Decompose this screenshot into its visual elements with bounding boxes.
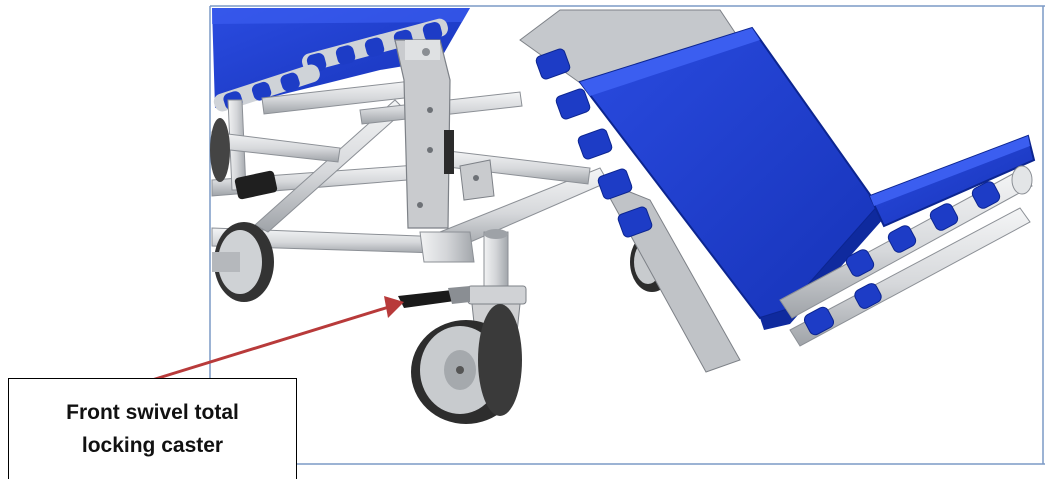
swivel-caster-wheel-icon: [398, 229, 527, 424]
caster-callout-box: Front swivel total locking caster: [8, 378, 297, 479]
image-frame: [209, 5, 1045, 465]
rear-wheel: [210, 118, 274, 302]
foot-plate: [868, 134, 1036, 228]
caster-callout-label: Front swivel total locking caster: [66, 401, 239, 457]
foot-plate-straps: [779, 165, 1033, 347]
leg-rest-straps: [535, 48, 653, 238]
calf-pad: [578, 26, 884, 330]
tube-joint: [419, 231, 475, 263]
brake-handle: [234, 170, 278, 200]
frame-tubes: [211, 79, 609, 255]
pivot-bracket: [394, 39, 495, 229]
arrow-pointer-icon: [151, 296, 404, 382]
